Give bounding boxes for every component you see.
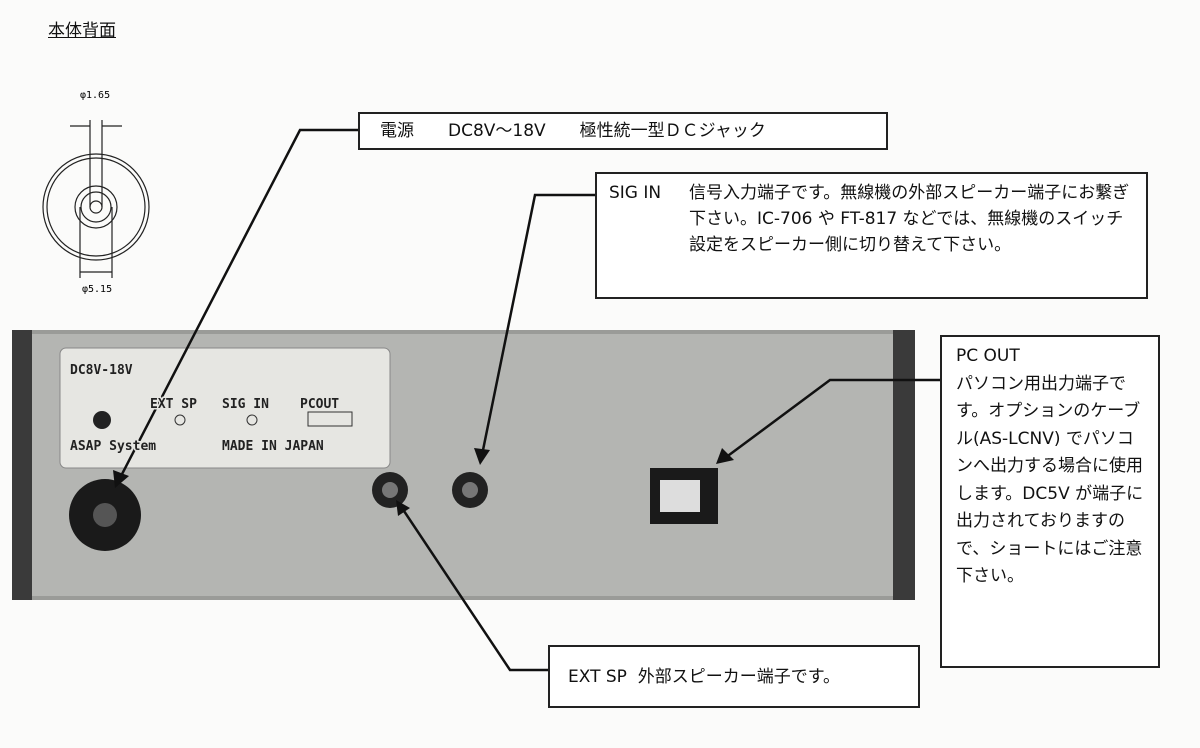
pc-out-label: PC OUT — [956, 346, 1020, 366]
power-spec: DC8V～18V — [448, 121, 546, 141]
plate-brand: ASAP System — [70, 439, 156, 454]
power-desc: 極性統一型ＤＣジャック — [579, 121, 766, 141]
plate-pc-out: PCOUT — [300, 397, 339, 412]
ext-sp-callout: EXT SP 外部スピーカー端子です。 — [548, 645, 920, 708]
power-callout: 電源 DC8V～18V 極性統一型ＤＣジャック — [358, 112, 888, 150]
ext-sp-label: EXT SP — [568, 667, 627, 687]
sig-in-callout: SIG IN 信号入力端子です。無線機の外部スピーカー端子にお繋ぎ下さい。IC-… — [595, 172, 1148, 299]
sig-in-label: SIG IN — [609, 183, 662, 203]
leader-lines — [118, 128, 940, 672]
arrowheads — [113, 448, 734, 516]
device-rear-photo — [12, 330, 915, 600]
ext-sp-desc: 外部スピーカー端子です。 — [637, 667, 841, 687]
section-title: 本体背面 — [48, 21, 116, 41]
pc-out-callout: PC OUT パソコン用出力端子です。オプションのケーブル(AS-LCNV) で… — [940, 335, 1160, 668]
dc-jack-diagram — [42, 120, 150, 278]
plate-sig-in: SIG IN — [222, 397, 269, 412]
plate-voltage: DC8V-18V — [70, 363, 133, 378]
plate-ext-sp: EXT SP — [150, 397, 197, 412]
plate-origin: MADE IN JAPAN — [222, 439, 324, 454]
inner-diameter-label: φ1.65 — [80, 90, 110, 101]
outer-diameter-label: φ5.15 — [82, 284, 112, 295]
sig-in-desc: 信号入力端子です。無線機の外部スピーカー端子にお繋ぎ下さい。IC-706 や F… — [689, 183, 1130, 255]
plate-labels: DC8V-18V EXT SP SIG IN PCOUT ASAP System… — [69, 362, 341, 456]
pc-out-desc: パソコン用出力端子です。オプションのケーブル(AS-LCNV) でパソコンへ出力… — [956, 373, 1144, 587]
power-label: 電源 — [380, 121, 414, 141]
